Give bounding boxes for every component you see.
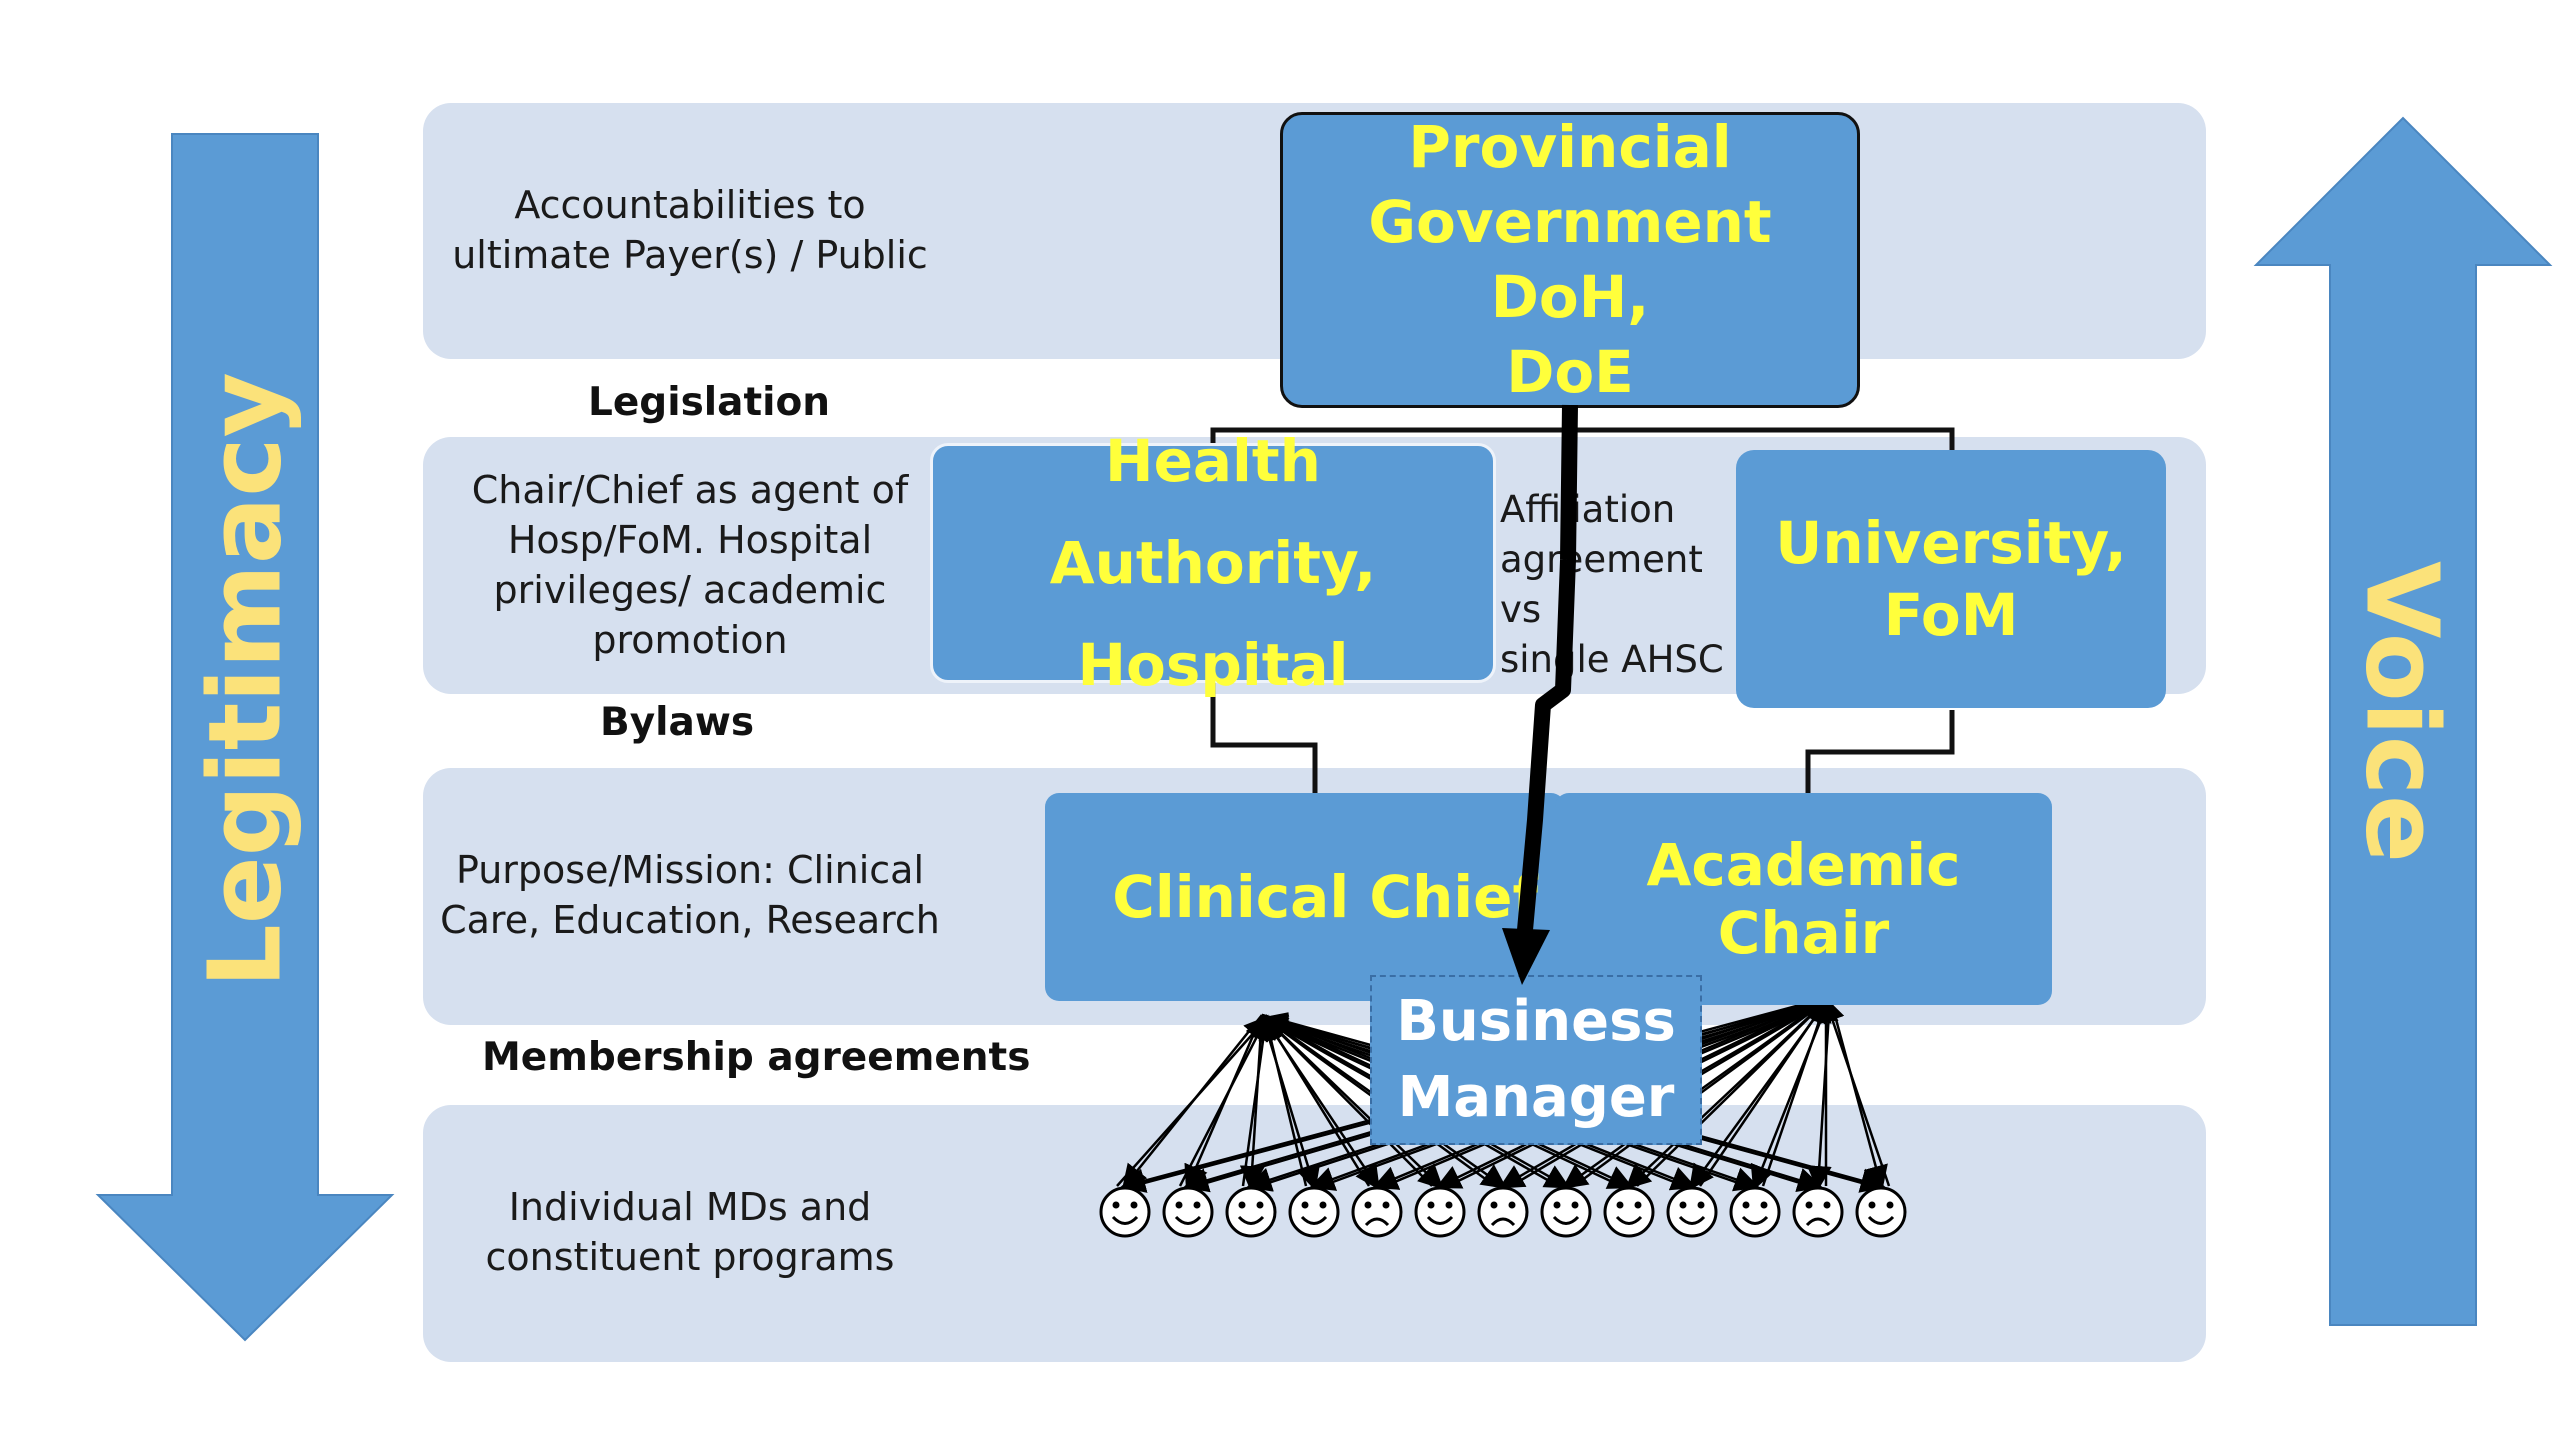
fan-arrow-to-hub <box>1263 1014 1371 1187</box>
affil-line: Affiliation <box>1500 488 1676 531</box>
business-manager-box: Business Manager <box>1370 975 1702 1145</box>
fan-arrow-to-hub <box>1262 1015 1433 1187</box>
box-line: FoM <box>1883 581 2019 649</box>
voice-label: Voice <box>2343 560 2461 864</box>
band-text-line: Individual MDs and <box>508 1185 872 1229</box>
fan-arrow-to-hub <box>1178 1014 1269 1187</box>
box-line: University, <box>1775 509 2127 577</box>
band-text-line: promotion <box>592 618 788 662</box>
legitimacy-label: Legitimacy <box>186 372 304 988</box>
band-text-line: privileges/ academic <box>493 568 887 612</box>
band-text-line: Care, Education, Research <box>440 898 940 942</box>
band-text-mission: Purpose/Mission: Clinical Care, Educatio… <box>440 845 940 945</box>
smiley-face-icon <box>1666 1186 1718 1238</box>
voice-arrow-up-icon <box>2253 116 2553 1326</box>
band-text-agency: Chair/Chief as agent of Hosp/FoM. Hospit… <box>440 465 940 665</box>
fan-arrow-to-hub <box>1116 1015 1270 1187</box>
box-line: DoE <box>1506 338 1634 406</box>
box-line: Health Authority, <box>1049 427 1377 597</box>
fan-arrow-to-hub <box>1258 1014 1308 1187</box>
legitimacy-arrow-down-icon <box>95 133 395 1342</box>
connector-provincial-bar <box>1210 427 1955 450</box>
smiley-face-icon <box>1225 1186 1277 1238</box>
box-line: Hospital <box>1077 631 1349 699</box>
smiley-face-icon <box>1288 1186 1340 1238</box>
smiley-face-icon <box>1855 1186 1907 1238</box>
affil-line: single AHSC <box>1500 638 1724 681</box>
membership-agreements-label: Membership agreements <box>482 1035 1031 1080</box>
smiley-face-icon <box>1603 1186 1655 1238</box>
academic-chair-box: Academic Chair <box>1555 793 2052 1005</box>
fan-arrow-to-face <box>1806 996 1832 1191</box>
affil-line: agreement vs <box>1500 538 1703 631</box>
band-text-line: Hosp/FoM. Hospital <box>507 518 873 562</box>
academic-chair-label: Academic Chair <box>1646 831 1961 967</box>
smiley-face-icon <box>1540 1186 1592 1238</box>
affiliation-note: Affiliation agreement vs single AHSC <box>1500 485 1740 685</box>
band-text-line: Purpose/Mission: Clinical <box>455 848 925 892</box>
health-authority-box: Health Authority, Hospital <box>930 427 1496 699</box>
box-line: Government DoH, <box>1368 188 1772 331</box>
band-text-line: Accountabilities to <box>514 183 866 227</box>
band-text-members: Individual MDs and constituent programs <box>440 1182 940 1282</box>
box-line: Provincial <box>1408 113 1732 181</box>
box-line: Manager <box>1397 1065 1675 1130</box>
fan-arrow-to-hub <box>1241 1014 1276 1187</box>
band-text-line: constituent programs <box>485 1235 895 1279</box>
box-line: Business <box>1396 989 1676 1054</box>
clinical-chief-label: Clinical Chief <box>1112 863 1538 931</box>
smiley-face-icon <box>1729 1186 1781 1238</box>
band-text-line: Chair/Chief as agent of <box>471 468 909 512</box>
sad-face-icon <box>1351 1186 1403 1238</box>
connector-ha-clinical <box>1210 680 1318 795</box>
legislation-label: Legislation <box>588 380 831 425</box>
fan-arrow-to-hub <box>1820 996 1891 1187</box>
provincial-government-box: Provincial Government DoH, DoE <box>1280 112 1860 408</box>
band-text-line: ultimate Payer(s) / Public <box>452 233 928 277</box>
bylaws-label: Bylaws <box>600 700 755 745</box>
smiley-face-icon <box>1414 1186 1466 1238</box>
sad-face-icon <box>1477 1186 1529 1238</box>
sad-face-icon <box>1792 1186 1844 1238</box>
connector-uni-academic <box>1805 710 1955 795</box>
fan-arrow-to-face <box>1239 1014 1265 1191</box>
clinical-chief-box: Clinical Chief <box>1045 793 1565 1001</box>
smiley-face-icon <box>1162 1186 1214 1238</box>
band-text-payers: Accountabilities to ultimate Payer(s) / … <box>440 180 940 280</box>
smiley-face-icon <box>1099 1186 1151 1238</box>
md-faces <box>1099 1186 1907 1238</box>
university-box: University, FoM <box>1736 450 2166 708</box>
